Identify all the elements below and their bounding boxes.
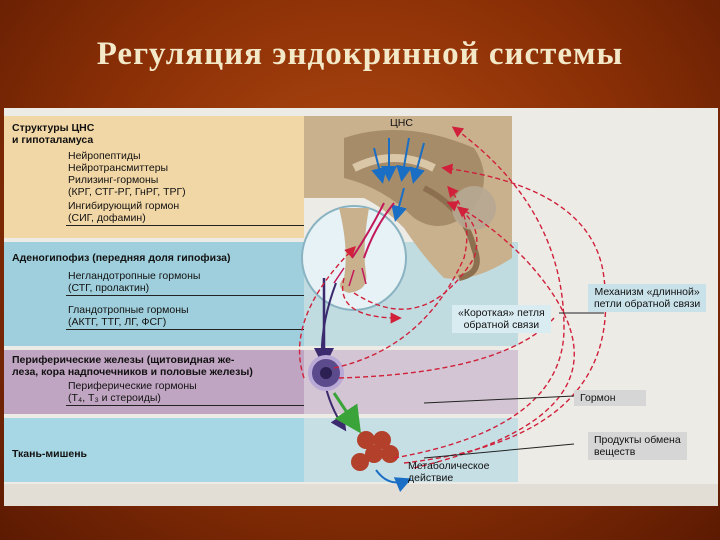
hypothalamus-heading: Структуры ЦНС и гипоталамуса [12, 122, 95, 146]
adenohypophysis-item: Гландотропные гормоны [68, 304, 189, 316]
peripheral-glands-band [4, 350, 304, 414]
hypothalamus-item: (КРГ, СТГ-РГ, ГнРГ, ТРГ) [68, 186, 186, 198]
hormone-label: Гормон [574, 390, 646, 406]
target-cells [351, 431, 399, 471]
hypothalamus-band [4, 116, 304, 238]
underline [66, 295, 304, 296]
adenohypophysis-heading: Аденогипофиз (передняя доля гипофиза) [12, 252, 231, 264]
underline [66, 329, 304, 330]
short-loop-label: «Короткая» петля обратной связи [452, 305, 551, 333]
bottom-strip [4, 484, 718, 506]
target-heading: Ткань-мишень [12, 448, 88, 460]
adenohypophysis-band [4, 242, 304, 346]
target-tissue-band [4, 418, 304, 482]
diagram-graphics [298, 116, 607, 493]
hypothalamus-item: Ингибирующий гормон [68, 200, 180, 212]
endocrine-regulation-diagram: Структуры ЦНС и гипоталамуса Нейропептид… [4, 108, 718, 506]
hypothalamus-item: Рилизинг-гормоны [68, 174, 159, 186]
underline [66, 225, 304, 226]
underline [66, 405, 304, 406]
hypothalamus-item: Нейротрансмиттеры [68, 162, 169, 174]
products-label: Продукты обмена веществ [588, 432, 687, 460]
long-loop-label: Механизм «длинной» петли обратной связи [588, 284, 707, 312]
hypothalamus-item: Нейропептиды [68, 150, 141, 162]
cns-label: ЦНС [390, 117, 413, 129]
metabolic-action-label: Метаболическое действие [408, 460, 490, 484]
adenohypophysis-item: Негландотропные гормоны [68, 270, 201, 282]
slide-title: Регуляция эндокринной системы [96, 36, 624, 72]
peripheral-item: Периферические гормоны [68, 380, 197, 392]
peripheral-heading: Периферические железы (щитовидная же- ле… [12, 354, 253, 378]
adenohypophysis-item: (АКТГ, ТТГ, ЛГ, ФСГ) [68, 316, 167, 328]
hypothalamus-item: (СИГ, дофамин) [68, 212, 146, 224]
peripheral-item: (Т₄, Т₃ и стероиды) [68, 392, 161, 404]
adenohypophysis-item: (СТГ, пролактин) [68, 282, 150, 294]
